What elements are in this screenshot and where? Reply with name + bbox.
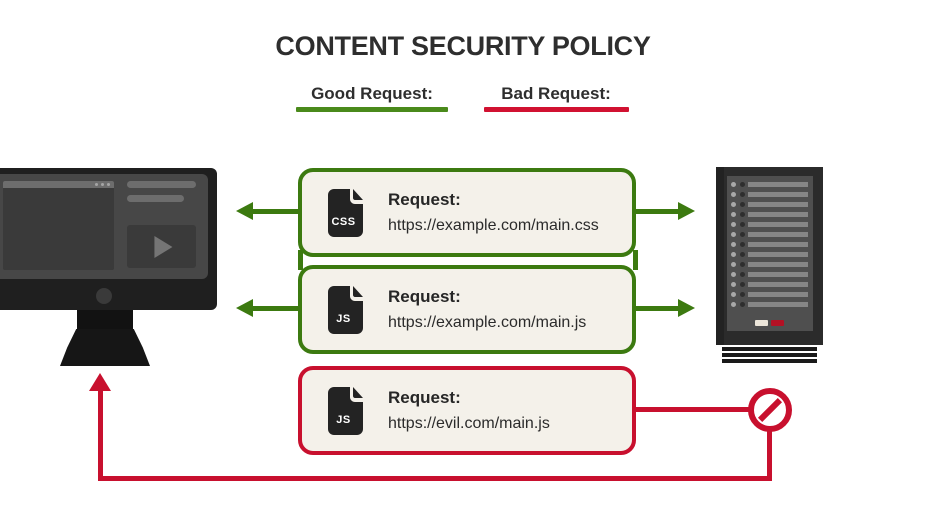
server-slot [731, 212, 813, 217]
arrow-up-icon [89, 373, 111, 391]
good-arrow-line [636, 209, 680, 214]
card-connector [633, 250, 638, 270]
blocked-route-line [98, 390, 103, 481]
server-slot [731, 242, 813, 247]
request-url: https://evil.com/main.js [388, 415, 550, 432]
server-slot [731, 292, 813, 297]
prohibition-icon [748, 388, 792, 432]
server-slot [731, 182, 813, 187]
monitor-screen [0, 174, 208, 279]
content-line [127, 181, 196, 188]
request-label: Request: [388, 190, 461, 209]
monitor-stand-neck [77, 310, 133, 330]
good-arrow-line [636, 306, 680, 311]
server-slot [731, 232, 813, 237]
blocked-route-line [767, 430, 772, 481]
monitor-stand-base [60, 329, 150, 366]
js-file-icon: JS [325, 386, 366, 435]
arrow-right-icon [678, 202, 695, 220]
request-label: Request: [388, 287, 461, 306]
blocked-route-line [98, 476, 772, 481]
request-card-good-js: JS Request: https://example.com/main.js [298, 265, 636, 354]
server-slot [731, 302, 813, 307]
legend-good-underline [296, 107, 448, 112]
arrow-right-icon [678, 299, 695, 317]
arrow-left-icon [236, 202, 253, 220]
server-slot [731, 202, 813, 207]
request-card-bad-js: JS Request: https://evil.com/main.js [298, 366, 636, 455]
legend-bad-underline [484, 107, 629, 112]
server-rack-icon [716, 167, 823, 345]
request-label: Request: [388, 388, 461, 407]
good-arrow-line [252, 209, 298, 214]
browser-window [3, 181, 114, 270]
server-slot [731, 192, 813, 197]
content-line [127, 195, 184, 202]
server-slot [731, 252, 813, 257]
request-card-good-css: CSS Request: https://example.com/main.cs… [298, 168, 636, 257]
server-slot [731, 272, 813, 277]
server-base-strip [722, 359, 817, 363]
play-icon [153, 235, 172, 258]
server-base-strip [722, 347, 817, 351]
page-title: CONTENT SECURITY POLICY [275, 31, 651, 61]
server-slot [731, 222, 813, 227]
file-badge-label: JS [336, 413, 351, 426]
request-url: https://example.com/main.css [388, 217, 599, 234]
window-titlebar [3, 181, 114, 188]
monitor-power-button [96, 288, 112, 304]
server-rows [731, 182, 813, 307]
legend-bad-label: Bad Request: [501, 84, 611, 103]
window-dots-icon [95, 183, 110, 186]
good-arrow-line [252, 306, 298, 311]
arrow-left-icon [236, 299, 253, 317]
power-indicator-red [771, 320, 784, 326]
monitor-browser-icon [0, 168, 217, 310]
server-slot [731, 282, 813, 287]
legend-good-label: Good Request: [311, 84, 433, 103]
request-url: https://example.com/main.js [388, 314, 587, 331]
blocked-route-line [636, 407, 750, 412]
css-file-icon: CSS [325, 188, 366, 237]
file-badge-label: JS [336, 312, 351, 325]
server-slot [731, 262, 813, 267]
power-indicator-white [755, 320, 768, 326]
server-panel [727, 176, 813, 331]
file-badge-label: CSS [331, 215, 356, 228]
card-connector [298, 250, 303, 270]
server-base-strip [722, 353, 817, 357]
js-file-icon: JS [325, 285, 366, 334]
video-thumbnail [127, 225, 196, 268]
